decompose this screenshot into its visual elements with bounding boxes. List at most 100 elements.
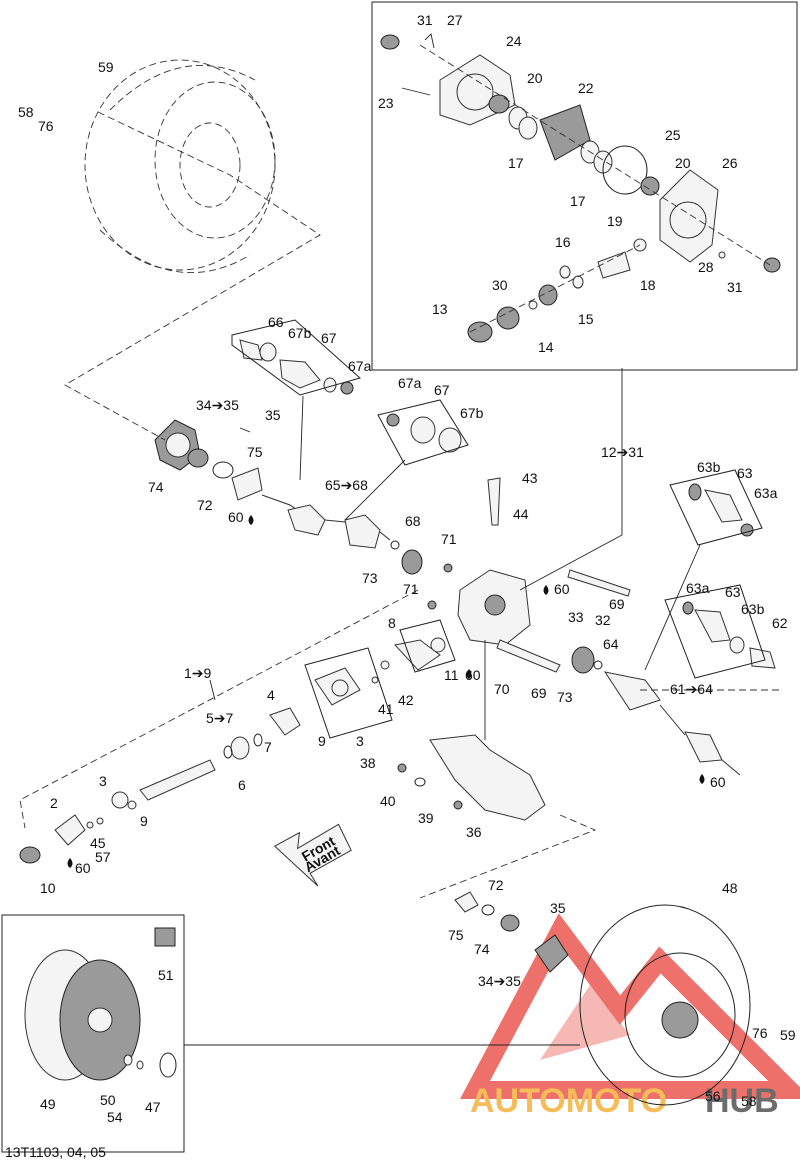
callout-40: 40 (380, 793, 396, 809)
callout-63b: 63b (741, 601, 765, 617)
callout-60: 60 (465, 667, 481, 683)
callout-24: 24 (506, 33, 522, 49)
callout-14: 14 (538, 339, 554, 355)
callout-39: 39 (418, 810, 434, 826)
automotohub-watermark: AUTOMOTO HUB (460, 913, 800, 1120)
callout-50: 50 (100, 1092, 116, 1108)
callout-2: 2 (50, 795, 58, 811)
callout-54: 54 (107, 1109, 123, 1125)
callout-69: 69 (531, 685, 547, 701)
rear-tire-right (454, 891, 751, 1106)
callout-67b: 67b (288, 325, 312, 341)
callout-42: 42 (398, 692, 414, 708)
callout-61-64: 61➔64 (670, 681, 713, 697)
callout-3: 3 (99, 773, 107, 789)
callout-11: 11 (444, 667, 459, 683)
callout-76: 76 (752, 1025, 768, 1041)
callout-67b: 67b (460, 405, 484, 421)
callout-25: 25 (665, 127, 681, 143)
callout-63: 63 (737, 465, 753, 481)
callout-12-31: 12➔31 (601, 444, 644, 460)
callout-67a: 67a (348, 358, 372, 374)
callout-23: 23 (378, 95, 394, 111)
callout-26: 26 (722, 155, 738, 171)
callout-57: 57 (95, 849, 111, 865)
rear-differential-housing (427, 477, 631, 674)
callout-43: 43 (522, 470, 538, 486)
callout-leaders (209, 368, 701, 740)
callout-31: 31 (417, 12, 433, 28)
callout-72: 72 (488, 877, 504, 893)
callout-36: 36 (466, 824, 482, 840)
callout-35: 35 (550, 900, 566, 916)
callout-34-35: 34➔35 (478, 973, 521, 989)
callout-69: 69 (609, 596, 625, 612)
hub-flange-left (154, 419, 263, 501)
callout-48: 48 (722, 880, 738, 896)
callout-63b: 63b (697, 459, 721, 475)
callout-73: 73 (362, 570, 378, 586)
callout-76: 76 (38, 118, 54, 134)
callout-17: 17 (570, 193, 586, 209)
callout-59: 59 (98, 59, 114, 75)
callout-49: 49 (40, 1096, 56, 1112)
callout-58: 58 (18, 104, 34, 120)
callout-68: 68 (405, 513, 421, 529)
callout-65-68: 65➔68 (325, 477, 368, 493)
callout-64: 64 (603, 636, 619, 652)
callout-4: 4 (267, 687, 275, 703)
callout-67: 67 (434, 382, 450, 398)
callout-34-35: 34➔35 (196, 397, 239, 413)
watermark-text-dark: HUB (705, 1082, 779, 1120)
callout-32: 32 (595, 612, 611, 628)
propeller-shaft (19, 639, 441, 864)
callout-62: 62 (772, 615, 788, 631)
callout-60: 60 (228, 509, 244, 525)
callout-51: 51 (158, 967, 174, 983)
rim-inset (24, 927, 177, 1081)
right-axle-shaft (603, 483, 776, 776)
callout-16: 16 (555, 234, 571, 250)
callout-3: 3 (356, 733, 364, 749)
callout-41: 41 (378, 701, 394, 717)
callout-73: 73 (557, 689, 573, 705)
callout-35: 35 (265, 407, 281, 423)
callout-74: 74 (148, 479, 164, 495)
callout-9: 9 (140, 813, 148, 829)
callout-56: 56 (705, 1088, 721, 1104)
callout-20: 20 (527, 70, 543, 86)
callout-30: 30 (492, 277, 508, 293)
callout-5-7: 5➔7 (206, 710, 234, 726)
callout-8: 8 (388, 615, 396, 631)
callout-45: 45 (90, 835, 106, 851)
callout-70: 70 (494, 681, 510, 697)
differential-parts (380, 33, 781, 343)
callout-71: 71 (403, 581, 419, 597)
callout-27: 27 (447, 12, 463, 28)
callout-10: 10 (40, 880, 56, 896)
callout-63: 63 (725, 584, 741, 600)
oil-drop-icons (67, 515, 705, 868)
callout-31: 31 (727, 279, 743, 295)
callout-15: 15 (578, 311, 594, 327)
callout-20: 20 (675, 155, 691, 171)
skid-plate (397, 734, 546, 821)
callout-13: 13 (432, 301, 448, 317)
differential-inset-box (371, 1, 798, 371)
rim-inset-box (1, 914, 185, 1153)
callout-60: 60 (710, 774, 726, 790)
callout-63a: 63a (754, 485, 778, 501)
callout-18: 18 (640, 277, 656, 293)
watermark-text-orange: AUTOMOTO (470, 1082, 667, 1120)
assembly-dash-lines (19, 111, 780, 899)
callout-66: 66 (268, 314, 284, 330)
callout-28: 28 (698, 259, 714, 275)
rear-tire-left (84, 59, 276, 273)
callout-67a: 67a (398, 375, 422, 391)
callout-67: 67 (321, 330, 337, 346)
callout-74: 74 (474, 941, 490, 957)
callout-58: 58 (741, 1093, 757, 1109)
callout-60: 60 (554, 581, 570, 597)
callout-6: 6 (238, 777, 246, 793)
